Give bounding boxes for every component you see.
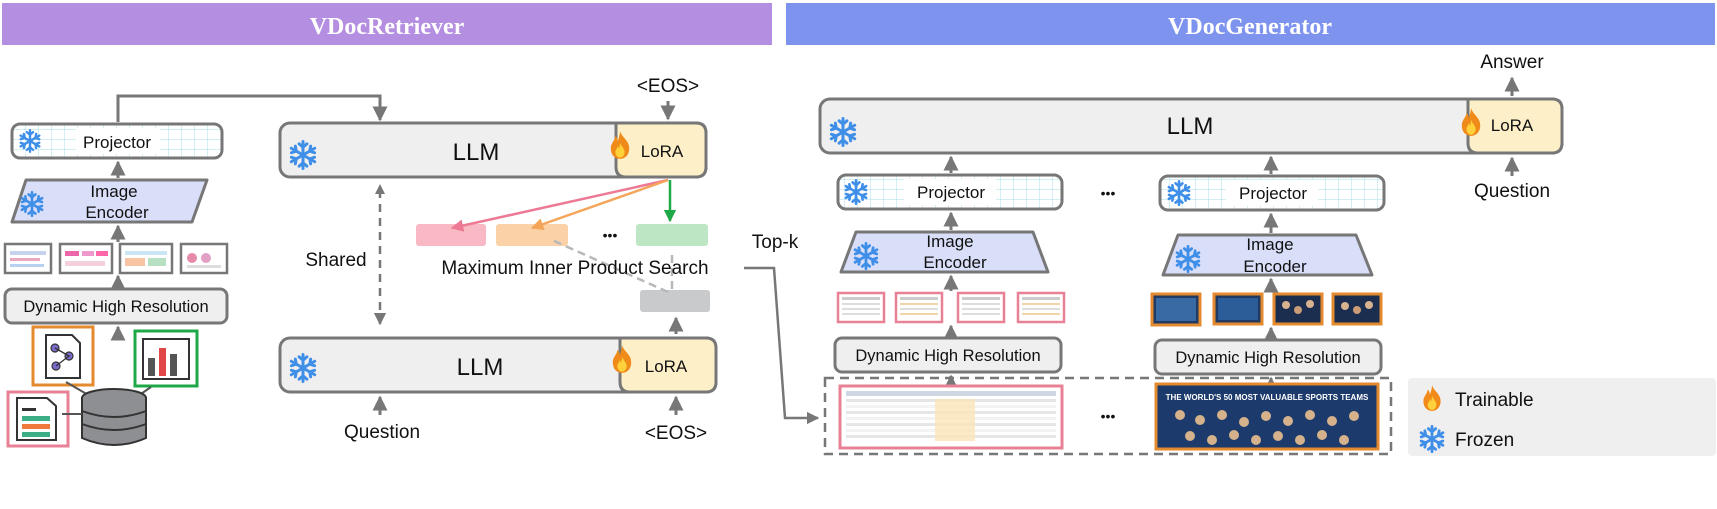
retriever-dynamic-high-resolution: Dynamic High Resolution bbox=[3, 287, 229, 325]
retrieved-poster-document: THE WORLD'S 50 MOST VALUABLE SPORTS TEAM… bbox=[1154, 382, 1380, 451]
generator-right-dhr: Dynamic High Resolution bbox=[1153, 338, 1383, 376]
retriever-title-bar bbox=[2, 3, 772, 45]
svg-text:Projector: Projector bbox=[83, 133, 151, 152]
embedding-query bbox=[640, 290, 710, 312]
answer-label: Answer bbox=[1480, 52, 1544, 73]
svg-text:LoRA: LoRA bbox=[641, 142, 684, 161]
retriever-projector: Projector bbox=[10, 122, 224, 160]
svg-text:LoRA: LoRA bbox=[1491, 116, 1534, 135]
generator-left-projector: Projector bbox=[836, 173, 1064, 211]
svg-text:Encoder: Encoder bbox=[85, 203, 149, 222]
retriever-llm-bottom: LLM LoRA bbox=[278, 336, 718, 394]
svg-text:Encoder: Encoder bbox=[1243, 257, 1307, 276]
svg-text:Projector: Projector bbox=[1239, 184, 1307, 203]
generator-title: VDocGenerator bbox=[1168, 14, 1332, 40]
svg-text:Image: Image bbox=[926, 232, 973, 251]
generator-ellipsis: ••• bbox=[1101, 185, 1116, 201]
generator-left-thumbnails bbox=[836, 291, 1066, 324]
svg-text:LLM: LLM bbox=[1167, 113, 1214, 140]
svg-text:Dynamic High Resolution: Dynamic High Resolution bbox=[23, 298, 208, 316]
generator-right-projector: Projector bbox=[1158, 174, 1386, 212]
retrieved-table-document bbox=[838, 384, 1064, 450]
generator-right-thumbnails bbox=[1150, 292, 1383, 327]
embedding-orange bbox=[496, 224, 568, 246]
embedding-pink bbox=[416, 224, 486, 246]
generator-left-encoder: Image Encoder bbox=[839, 230, 1050, 274]
legend: Trainable Frozen bbox=[1408, 378, 1716, 456]
embedding-green bbox=[636, 224, 708, 246]
generator-right-encoder: Image Encoder bbox=[1161, 233, 1374, 277]
retriever-image-encoder: Image Encoder bbox=[10, 178, 209, 224]
retrieved-documents-container bbox=[823, 376, 1393, 456]
svg-text:THE WORLD'S 50 MOST VALUABLE S: THE WORLD'S 50 MOST VALUABLE SPORTS TEAM… bbox=[1166, 393, 1369, 402]
svg-text:Frozen: Frozen bbox=[1455, 430, 1514, 451]
generator-llm: LLM LoRA bbox=[818, 97, 1564, 155]
svg-text:Dynamic High Resolution: Dynamic High Resolution bbox=[1175, 349, 1360, 367]
document-icons bbox=[6, 325, 199, 448]
eos-bottom: <EOS> bbox=[645, 423, 707, 444]
retriever-title: VDocRetriever bbox=[310, 14, 465, 40]
shared-label: Shared bbox=[305, 250, 366, 271]
svg-text:Image: Image bbox=[90, 182, 137, 201]
eos-top: <EOS> bbox=[637, 76, 699, 97]
retriever-thumbnails bbox=[3, 242, 229, 275]
embedding-ellipsis: ••• bbox=[603, 227, 618, 243]
generator-question: Question bbox=[1474, 181, 1550, 202]
svg-text:Encoder: Encoder bbox=[923, 253, 987, 272]
svg-text:Projector: Projector bbox=[917, 183, 985, 202]
top-k-label: Top-k bbox=[752, 232, 799, 253]
svg-text:LLM: LLM bbox=[457, 354, 504, 381]
documents-ellipsis: ••• bbox=[1101, 408, 1116, 424]
svg-text:LLM: LLM bbox=[453, 139, 500, 166]
generator-title-bar bbox=[786, 3, 1715, 45]
svg-text:LoRA: LoRA bbox=[645, 357, 688, 376]
svg-text:Trainable: Trainable bbox=[1455, 390, 1534, 411]
retriever-llm-top: LLM LoRA bbox=[278, 121, 708, 179]
svg-text:Image: Image bbox=[1246, 235, 1293, 254]
generator-left-dhr: Dynamic High Resolution bbox=[833, 336, 1063, 374]
mips-label: Maximum Inner Product Search bbox=[441, 258, 708, 279]
retriever-question: Question bbox=[344, 422, 420, 443]
svg-text:Dynamic High Resolution: Dynamic High Resolution bbox=[855, 347, 1040, 365]
